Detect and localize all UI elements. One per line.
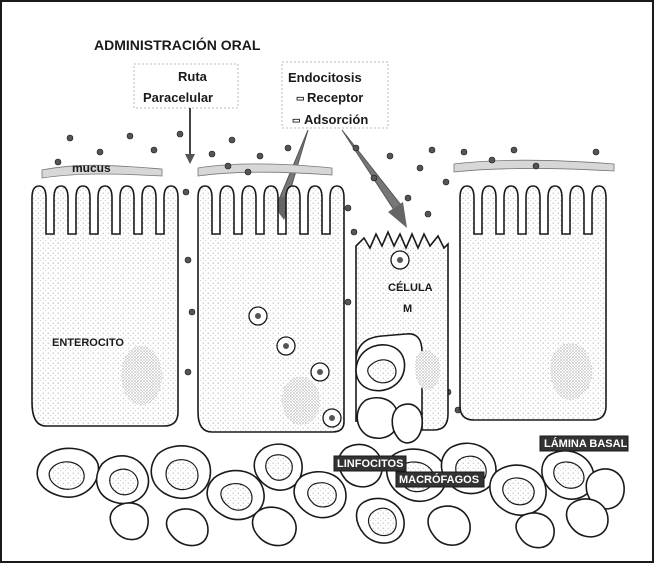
m-cell-label-line1: CÉLULA [388,281,433,294]
receptor-bullet-icon: ▭ [296,93,305,103]
route-label-line2: Paracelular [143,90,213,105]
diagram-title: ADMINISTRACIÓN ORAL [94,36,261,53]
enterocyte-left-nucleus [121,346,162,406]
adsorption-bullet-icon: ▭ [292,115,301,125]
endocytosis-label-line2: Receptor [307,90,363,105]
mucus-layer [42,160,614,178]
endocytosis-label-line3: Adsorción [304,112,368,127]
m-cell-pocket-lymphocytes [356,345,422,443]
basal-lamina-label: LÁMINA BASAL [544,437,628,450]
enterocyte-middle [198,186,344,432]
endocytosis-label-line1: Endocitosis [288,70,362,85]
macrophages-label: MACRÓFAGOS [399,473,479,486]
enterocyte-right-nucleus [550,343,592,399]
lymphocytes-label: LINFOCITOS [337,458,403,470]
enterocyte-middle-nucleus [282,376,320,424]
mucus-label: mucus [72,161,111,175]
m-cell-label-line2: M [403,303,412,315]
route-label-line1: Ruta [178,69,208,84]
enterocyte-label: ENTEROCITO [52,337,124,349]
adsorption-arrow [342,130,401,210]
